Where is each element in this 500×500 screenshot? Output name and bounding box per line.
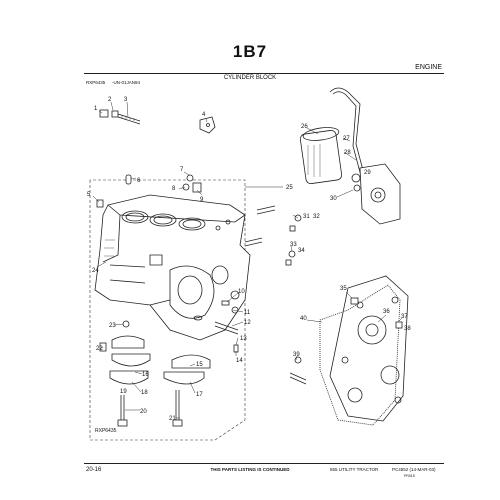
cap-bolts — [117, 390, 183, 427]
continued-note: THIS PARTS LISTING IS CONTINUED — [210, 467, 290, 472]
sub-code: PR015 — [404, 474, 415, 478]
dipstick-tube — [329, 87, 365, 192]
main-bearing-caps — [109, 335, 211, 385]
callout-4: 4 — [202, 112, 206, 118]
section-title: CYLINDER BLOCK — [223, 75, 277, 81]
callout-numbers: 1 2 3 4 5 6 7 8 9 10 11 12 13 14 15 16 1… — [87, 97, 411, 422]
cylinder-block — [94, 194, 251, 341]
callout-33: 33 — [290, 242, 297, 248]
block-group-outline — [89, 179, 246, 441]
block-studs — [244, 205, 302, 266]
callout-7: 7 — [180, 167, 184, 173]
callout-14: 14 — [236, 358, 243, 364]
catalog-code: PC4552 (14-MAR-03) — [392, 467, 436, 472]
callout-40: 40 — [300, 316, 307, 322]
callout-21: 21 — [169, 416, 176, 422]
figure-reference-date: -UN-01JAN94 — [112, 80, 141, 85]
callout-30: 30 — [330, 196, 337, 202]
callout-25: 25 — [286, 185, 293, 191]
callout-1: 1 — [94, 106, 98, 112]
callout-28: 28 — [344, 150, 351, 156]
callout-34: 34 — [298, 248, 305, 254]
callout-10: 10 — [238, 289, 245, 295]
callout-31: 31 — [303, 214, 310, 220]
callout-26: 26 — [301, 124, 308, 130]
callout-13: 13 — [240, 336, 247, 342]
page-number: 20-16 — [86, 467, 102, 473]
callout-3: 3 — [124, 97, 128, 103]
callout-8: 8 — [172, 186, 176, 192]
footer-divider — [84, 463, 444, 464]
callout-2: 2 — [108, 97, 112, 103]
dowel-pin — [125, 174, 132, 185]
figure-reference: RXP6435 — [86, 80, 106, 85]
figure-label: RXP6435 — [95, 428, 117, 434]
callout-16: 16 — [142, 372, 149, 378]
callout-6: 6 — [137, 178, 141, 184]
plug-part — [96, 199, 104, 208]
callout-leaders — [92, 101, 403, 419]
callout-39: 39 — [293, 352, 300, 358]
header-divider — [84, 73, 444, 74]
callout-29: 29 — [364, 170, 371, 176]
callout-19: 19 — [120, 389, 127, 395]
callout-18: 18 — [141, 390, 148, 396]
callout-32: 32 — [313, 214, 320, 220]
section-number: 1B7 — [232, 42, 268, 61]
callout-9: 9 — [200, 197, 204, 203]
oil-filter — [299, 127, 343, 185]
front-gasket — [319, 284, 401, 426]
callout-22: 22 — [96, 346, 103, 352]
stud-assembly — [99, 109, 141, 125]
callout-20: 20 — [140, 409, 147, 415]
callout-12: 12 — [244, 320, 251, 326]
front-plate — [329, 275, 409, 422]
callout-5: 5 — [87, 192, 91, 198]
filter-adapter — [359, 163, 401, 225]
fitting-group — [182, 174, 202, 193]
callout-11: 11 — [244, 310, 251, 316]
callout-36: 36 — [383, 309, 390, 315]
plug-part-2 — [99, 342, 107, 352]
callout-24: 24 — [92, 268, 99, 274]
callout-27: 27 — [343, 136, 350, 142]
callout-17: 17 — [196, 392, 203, 398]
bracket-part — [199, 116, 216, 134]
category-label: ENGINE — [415, 64, 442, 71]
callout-38: 38 — [404, 326, 411, 332]
washer-part — [122, 320, 130, 328]
callout-23: 23 — [109, 323, 116, 329]
block-side-parts — [193, 300, 239, 353]
catalog-code-date: (14-MAR-03) — [409, 467, 436, 472]
tractor-model: 855 UTILITY TRACTOR — [330, 467, 379, 472]
callout-35: 35 — [340, 286, 347, 292]
callout-37: 37 — [401, 314, 408, 320]
callout-15: 15 — [196, 362, 203, 368]
catalog-code-number: PC4552 — [392, 467, 409, 472]
